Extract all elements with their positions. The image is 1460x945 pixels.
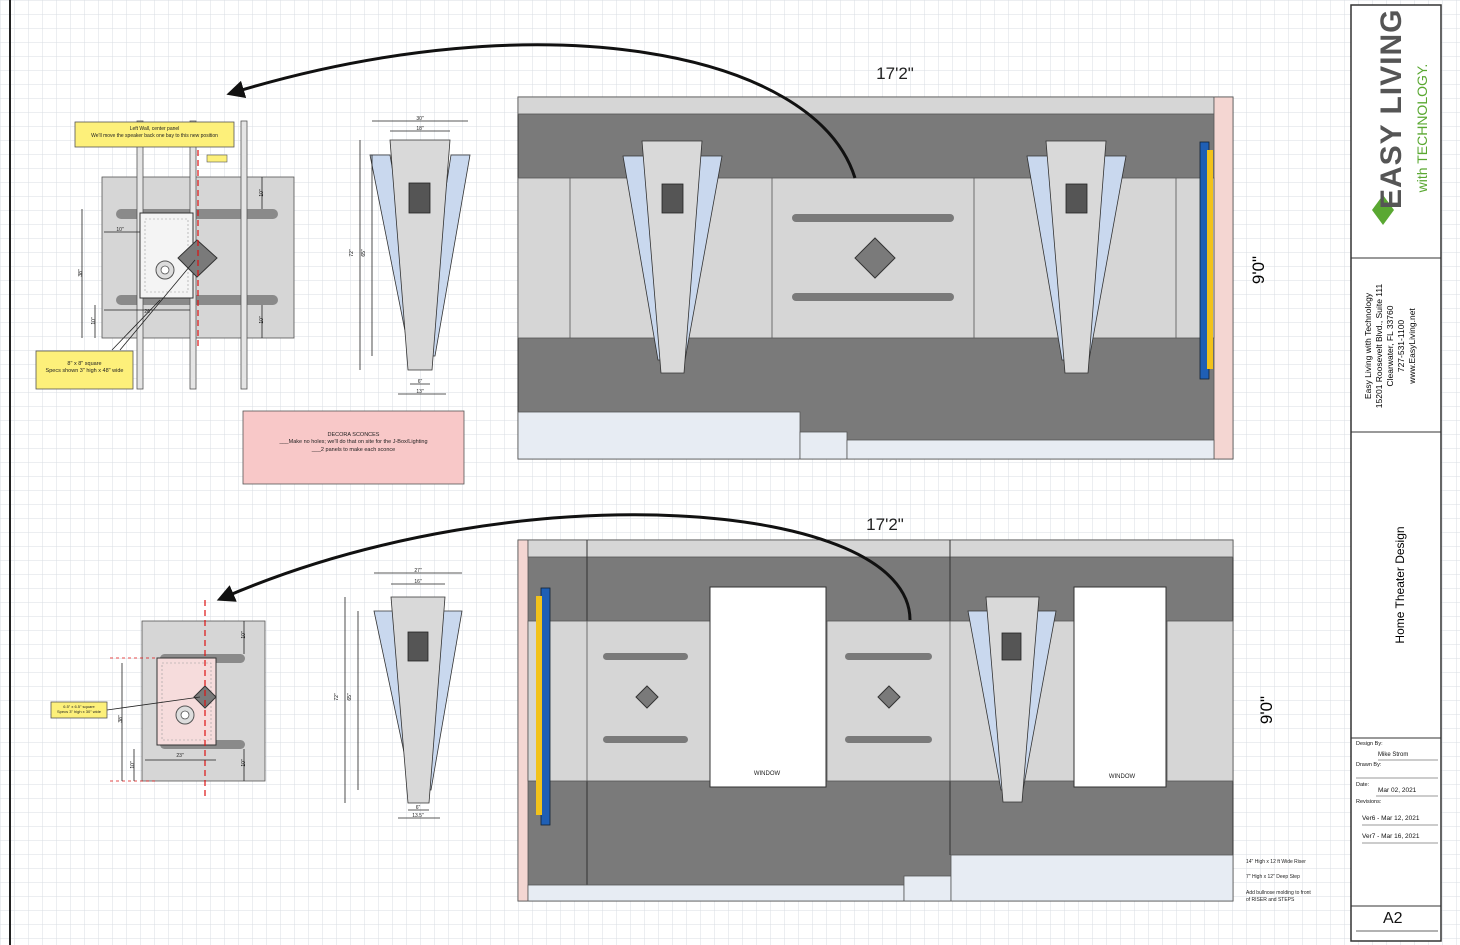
bullnose-note-line1: Add bullnose molding to front — [1246, 890, 1311, 896]
dim-sconce-top-bottom-outer: 13" — [416, 389, 424, 395]
window-label-1: WINDOW — [753, 771, 781, 777]
note-square-top-line1: 8" x 8" square — [67, 361, 102, 367]
note-left-wall-line2: We'll move the speaker back one bay to t… — [91, 132, 218, 139]
project-title: Home Theater Design — [1393, 526, 1407, 644]
top-relocation-arrow — [226, 43, 857, 179]
speaker-detail-top — [81, 120, 295, 390]
sconce-top-left — [622, 140, 723, 374]
dim-bottom-height: 9'0" — [1257, 695, 1276, 725]
note-square-bottom-line2: Specs 3" high x 30" wide — [57, 709, 101, 715]
dim-detail-bottom-d1: 10" — [241, 631, 247, 639]
bottom-wall-elevation — [517, 539, 1234, 902]
dim-detail-top-d3: 10" — [91, 317, 97, 325]
note-box-square-bottom — [50, 701, 108, 719]
date-label: Date: — [1356, 782, 1370, 788]
dim-detail-top-d4: 38" — [78, 269, 84, 277]
dim-sconce-bottom-inner: 16" — [414, 579, 422, 585]
company-phone: 727-531-1100 — [1396, 319, 1406, 373]
note-left-wall: Left Wall, center panel We'll move the s… — [75, 126, 234, 140]
company-name: Easy Living with Technology — [1363, 292, 1373, 400]
dim-detail-top-d1: 10" — [259, 189, 265, 197]
revisions-label: Revisions: — [1356, 799, 1382, 805]
revision-1: Ver6 - Mar 12, 2021 — [1362, 815, 1420, 822]
dim-detail-bottom-d2: 38" — [118, 715, 124, 723]
revision-2: Ver7 - Mar 16, 2021 — [1362, 833, 1420, 840]
sconce-detail-top — [359, 120, 471, 395]
sheet-number: A2 — [1383, 910, 1403, 927]
note-box-sconces — [242, 410, 465, 485]
date-value: Mar 02, 2021 — [1378, 787, 1417, 794]
dim-sconce-bottom-height-outer: 72" — [334, 693, 340, 701]
bullnose-note: Add bullnose molding to front of RISER a… — [1246, 890, 1346, 904]
logo-sub: with TECHNOLOGY. — [1414, 63, 1430, 193]
dim-sconce-bottom-outer: 27" — [414, 568, 422, 574]
company-address: 15201 Roosevelt Blvd., Suite 111 — [1374, 283, 1384, 409]
window-label-2: WINDOW — [1108, 774, 1136, 780]
company-city: Clearwater, FL 33760 — [1385, 305, 1395, 387]
dim-detail-bottom-d4: 10" — [130, 761, 136, 769]
speaker-detail-bottom — [106, 600, 266, 798]
dim-sconce-top-outer: 30" — [416, 116, 424, 122]
step-note: 7" High x 12" Deep Step — [1246, 874, 1300, 880]
note-box-left-wall — [74, 121, 235, 148]
dim-top-height: 9'0" — [1249, 255, 1268, 285]
designed-by-label: Design By: — [1356, 741, 1383, 747]
title-block — [1350, 4, 1442, 942]
dim-bottom-width: 17'2" — [866, 515, 904, 534]
note-box-square-top — [35, 350, 134, 390]
top-wall-elevation — [517, 96, 1234, 460]
note-left-wall-line1: Left Wall, center panel — [129, 126, 180, 132]
dim-detail-top-d5: 10" — [116, 227, 124, 233]
dim-sconce-top-bottom-inner: 6" — [417, 379, 423, 385]
note-sconces-line1: ___Make no holes; we'll do that on site … — [279, 439, 428, 446]
dim-sconce-top-height-outer: 72" — [349, 249, 355, 257]
note-sconces-line2: ___2 panels to make each sconce — [311, 446, 396, 453]
dim-detail-top-d6: 26" — [144, 309, 152, 315]
dim-sconce-top-height-inner: 65" — [361, 249, 367, 257]
sconce-detail-bottom — [344, 572, 463, 819]
dim-sconce-bottom-height-inner: 65" — [347, 693, 353, 701]
note-sconces: DECORA SCONCES ___Make no holes; we'll d… — [243, 432, 464, 454]
dim-top-width: 17'2" — [876, 64, 914, 83]
dim-sconce-bottom-bottom-inner: 6" — [415, 805, 421, 811]
company-web: www.EasyLiving.net — [1407, 308, 1417, 384]
sconce-top-right — [1026, 140, 1127, 374]
dim-detail-bottom-d3: 10" — [241, 759, 247, 767]
note-square-top-line2: Specs shown 3" high x 48" wide — [45, 368, 124, 375]
drawn-by-label: Drawn By: — [1356, 762, 1382, 768]
riser-note: 14" High x 12 ft Wide Riser — [1246, 859, 1306, 865]
bullnose-note-line2: of RISER and STEPS — [1246, 896, 1295, 903]
bottom-relocation-arrow — [216, 513, 912, 621]
note-square-top: 8" x 8" square Specs shown 3" high x 48"… — [36, 361, 133, 376]
designed-by-value: Mike Strom — [1378, 752, 1409, 758]
note-square-bottom-line1: 6.5" x 6.5" square — [63, 704, 95, 709]
note-square-bottom: 6.5" x 6.5" square Specs 3" high x 30" w… — [51, 704, 107, 715]
dim-sconce-top-inner: 18" — [416, 126, 424, 132]
dim-detail-bottom-d5: 23" — [176, 753, 184, 759]
dim-detail-top-d2: 10" — [259, 316, 265, 324]
logo-main: EASY LIVING — [1375, 8, 1408, 210]
dim-sconce-bottom-bottom-outer: 13.5" — [412, 813, 424, 819]
sconce-bottom-right — [967, 596, 1057, 803]
note-sconces-title: DECORA SCONCES — [327, 432, 380, 438]
